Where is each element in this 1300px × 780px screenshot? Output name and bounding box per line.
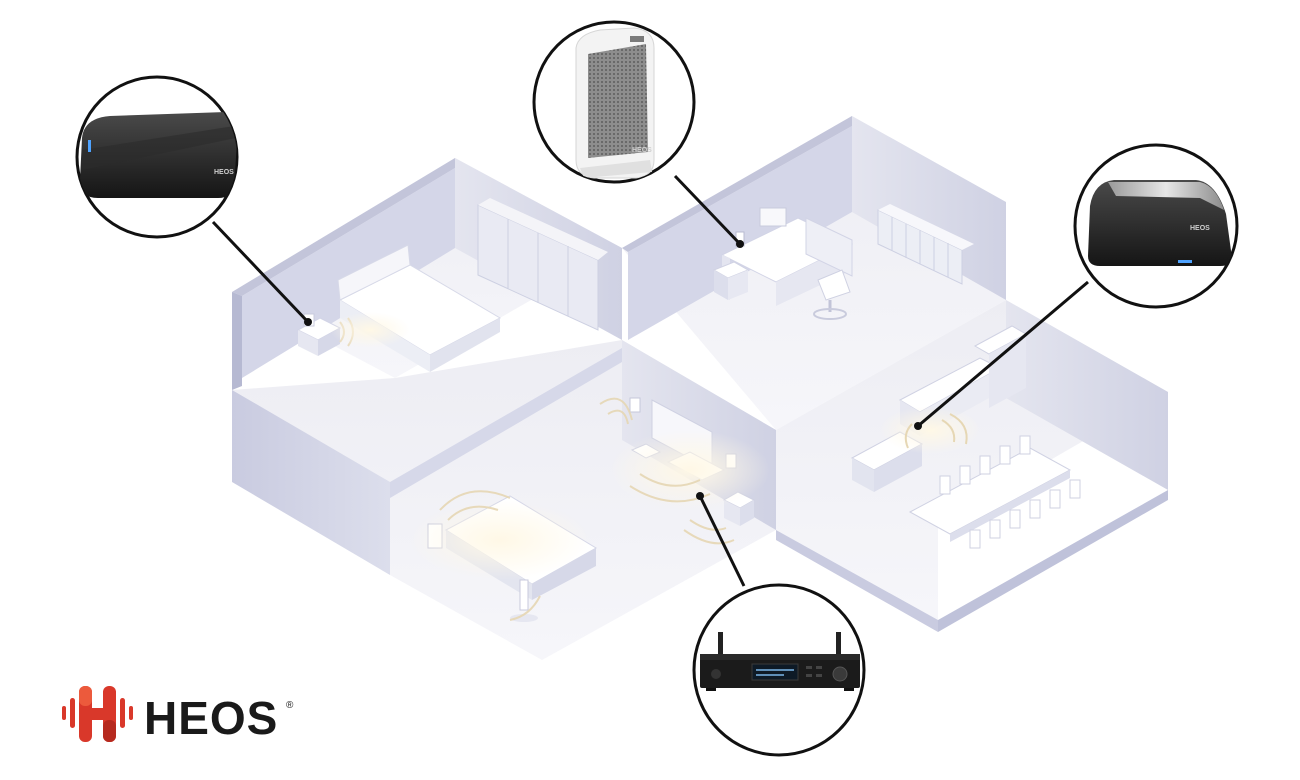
callout-dot-living [696, 492, 704, 500]
callout-bedroom-speaker[interactable]: HEOS [75, 75, 239, 239]
large-speaker-icon: HEOS [1088, 180, 1232, 266]
network-player-icon [700, 632, 860, 691]
house-floorplan [232, 116, 1168, 660]
heos-h-logo-icon [62, 686, 133, 742]
room-bedroom [232, 158, 622, 390]
tall-speaker-icon: HEOS [575, 27, 655, 179]
callout-dot-kitchen [914, 422, 922, 430]
heos-logo: HEOS ® [62, 686, 294, 744]
wireless-speaker-icon: HEOS [80, 112, 237, 198]
callout-living-room-player[interactable] [692, 583, 866, 757]
callout-dot-bedroom [304, 318, 312, 326]
svg-text:HEOS: HEOS [1190, 225, 1210, 232]
heos-wordmark: HEOS [144, 692, 278, 744]
room-office [622, 116, 1006, 430]
svg-text:HEOS: HEOS [214, 169, 234, 176]
callout-dot-office [736, 240, 744, 248]
registered-mark: ® [286, 700, 294, 711]
room-kitchen [776, 300, 1168, 632]
svg-text:HEOS: HEOS [632, 147, 652, 154]
callout-kitchen-speaker[interactable]: HEOS [1073, 143, 1239, 309]
room-living [232, 340, 776, 660]
callout-office-speaker[interactable]: HEOS [532, 20, 696, 184]
callout-lines [211, 174, 1089, 587]
